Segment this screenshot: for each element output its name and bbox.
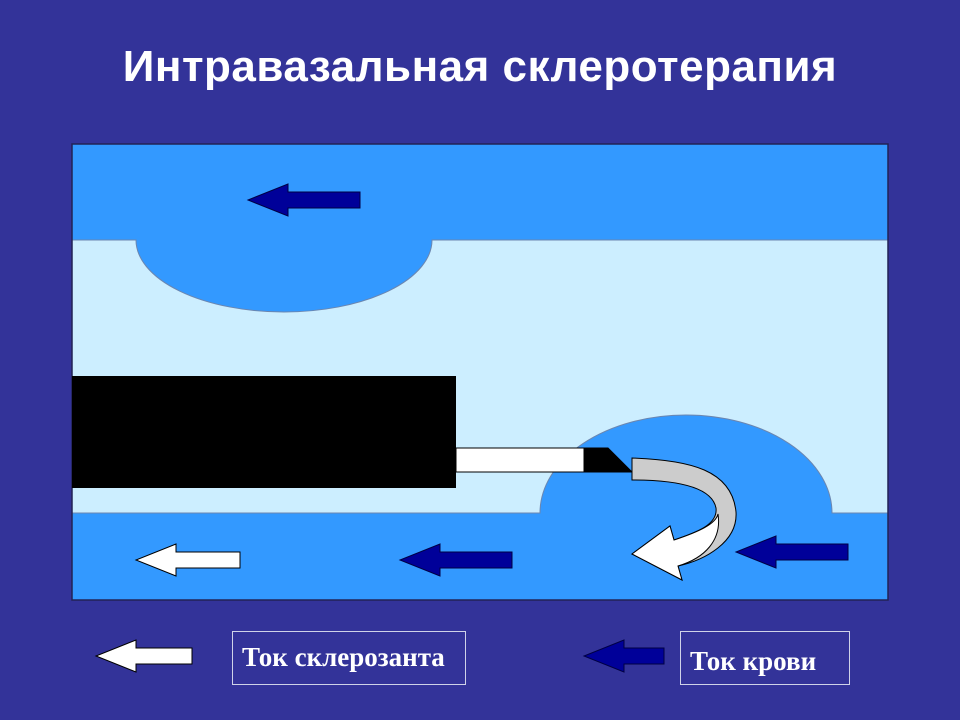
blood-flow-arrow-middle bbox=[398, 543, 513, 577]
legend-sclerosant-label: Ток склерозанта bbox=[242, 642, 445, 672]
legend-blood: Ток крови bbox=[680, 631, 850, 685]
catheter-body bbox=[72, 376, 456, 488]
sclerosant-flow-arrow bbox=[134, 543, 241, 577]
page-title: Интравазальная склеротерапия bbox=[122, 42, 838, 91]
blood-flow-arrow-top bbox=[246, 183, 361, 217]
legend-blood-label: Ток крови bbox=[690, 646, 817, 676]
legend-sclerosant: Ток склерозанта bbox=[232, 631, 466, 685]
vessel-border bbox=[71, 143, 889, 601]
curved-arrow-head bbox=[631, 513, 720, 581]
needle-shaft bbox=[455, 447, 585, 473]
legend-blood-arrow bbox=[582, 639, 665, 673]
blood-flow-arrow-right bbox=[734, 535, 849, 569]
legend-sclerosant-arrow bbox=[94, 639, 193, 673]
